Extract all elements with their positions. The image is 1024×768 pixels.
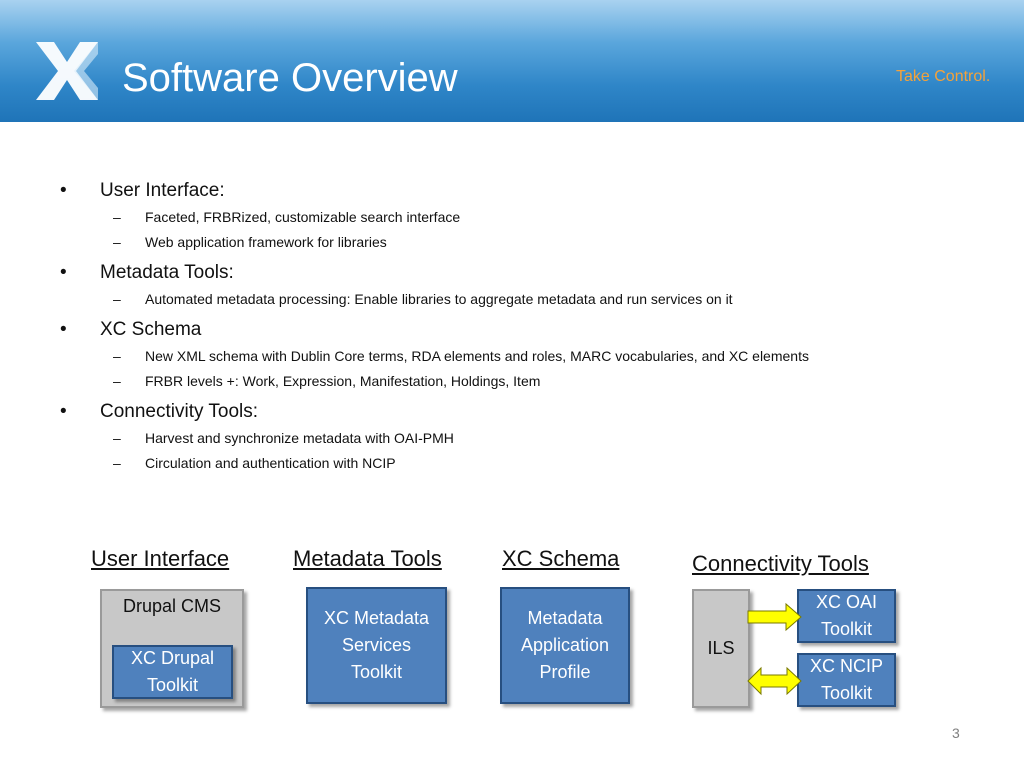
xc-metadata-services-box: XC Metadata Services Toolkit <box>306 587 447 704</box>
header-banner: Software Overview Take Control. <box>0 0 1024 122</box>
ils-label: ILS <box>707 638 735 658</box>
page-number: 3 <box>952 725 960 741</box>
xc-metadata-services-label: XC Metadata Services Toolkit <box>323 608 430 682</box>
xc-oai-toolkit-box: XC OAI Toolkit <box>797 589 896 643</box>
metadata-app-profile-box: Metadata Application Profile <box>500 587 630 704</box>
ils-box: ILS <box>692 589 750 708</box>
heading-user-interface: User Interface <box>91 546 230 571</box>
xc-drupal-toolkit-label: XC Drupal Toolkit <box>130 648 215 695</box>
heading-metadata-tools: Metadata Tools <box>293 546 442 571</box>
heading-xc-schema: XC Schema <box>502 546 620 571</box>
tagline: Take Control. <box>896 68 991 85</box>
heading-connectivity-tools: Connectivity Tools <box>692 551 869 576</box>
xc-oai-toolkit-label: XC OAI Toolkit <box>815 592 877 639</box>
xc-logo-icon <box>36 42 98 100</box>
arrow-right-icon <box>747 602 802 632</box>
xc-ncip-toolkit-box: XC NCIP Toolkit <box>797 653 896 707</box>
xc-drupal-toolkit-box: XC Drupal Toolkit <box>112 645 233 699</box>
slide-title: Software Overview <box>122 56 458 100</box>
xc-ncip-toolkit-label: XC NCIP Toolkit <box>809 656 883 703</box>
drupal-cms-label: Drupal CMS <box>122 596 222 616</box>
metadata-app-profile-label: Metadata Application Profile <box>520 608 610 682</box>
arrow-double-icon <box>747 666 802 696</box>
